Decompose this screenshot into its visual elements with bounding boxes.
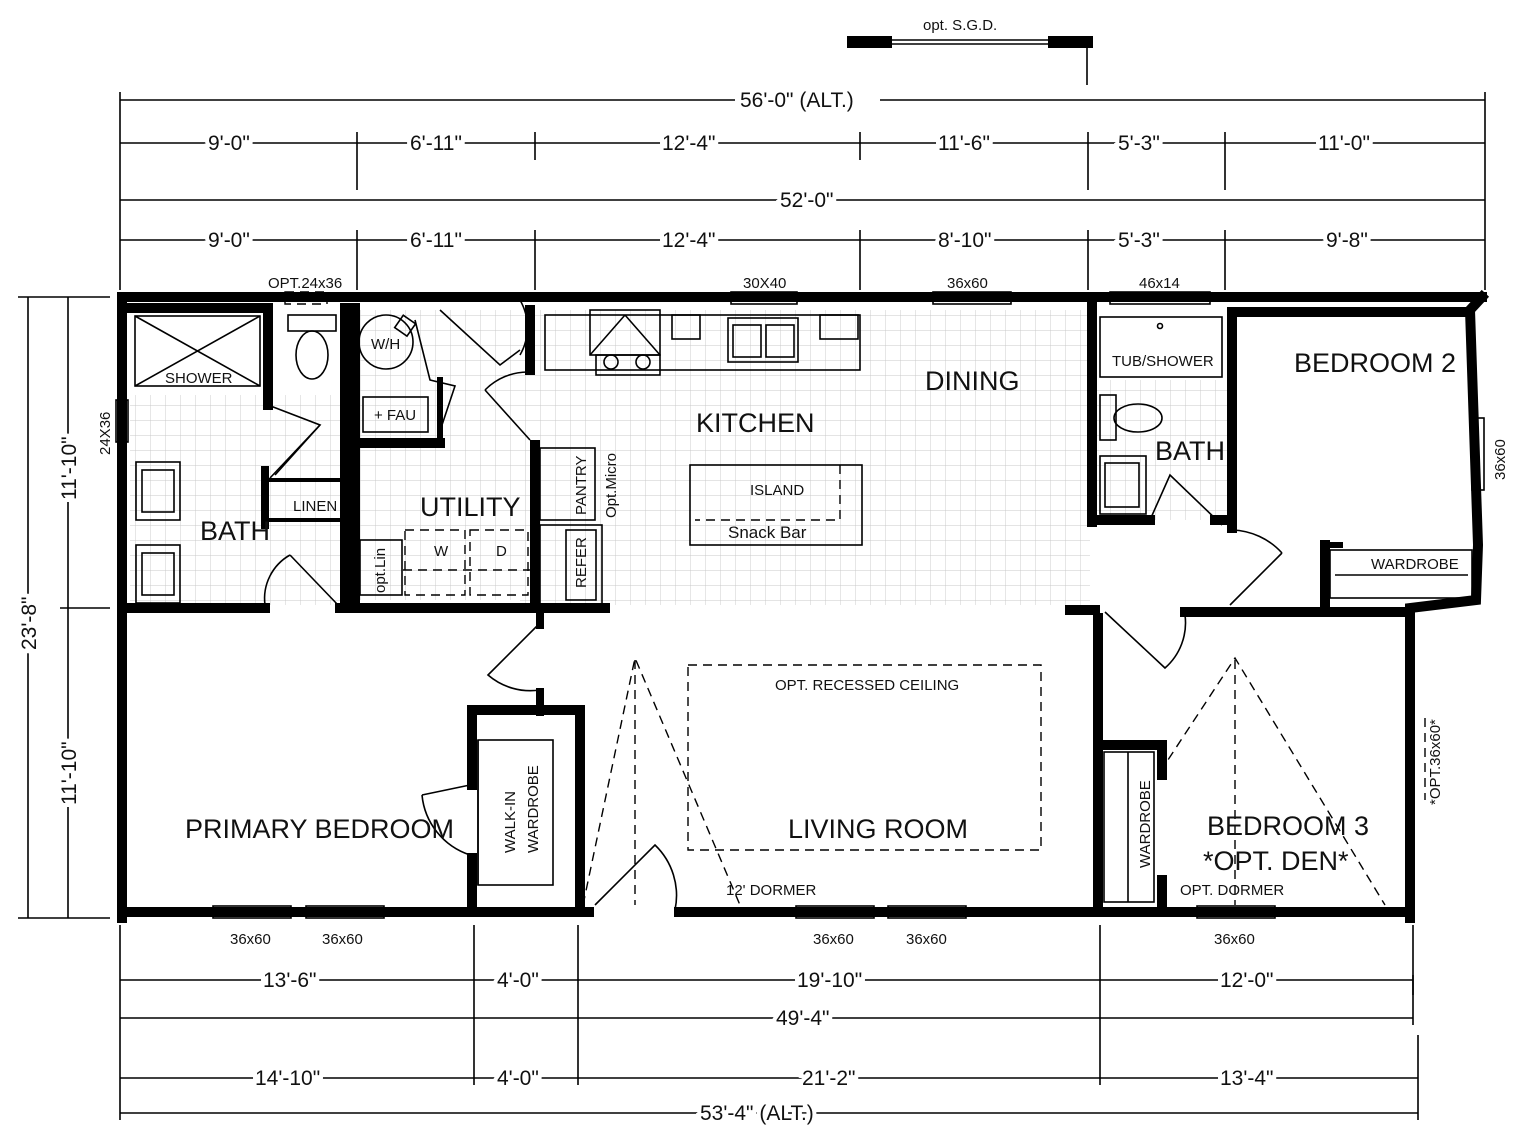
dim-left-lower: 11'-10": [58, 741, 81, 805]
opt-recessed-ceiling-label: OPT. RECESSED CEILING: [775, 677, 959, 694]
dim-left-overall: 23'-8": [18, 597, 41, 651]
dim-bottom-row1-2: 4'-0": [497, 969, 539, 992]
dim-top-row1-5: 5'-3": [1118, 132, 1160, 155]
window-openings: [115, 291, 1485, 919]
shower-label: SHOWER: [165, 370, 233, 387]
room-label-kitchen: KITCHEN: [696, 408, 815, 438]
dim-top-row1-2: 6'-11": [410, 132, 462, 155]
room-label-opt-den: *OPT. DEN*: [1203, 846, 1349, 876]
window-label-bottom-5: 36x60: [1214, 931, 1255, 948]
dim-left-upper: 11'-10": [58, 436, 81, 500]
dim-bottom-row2-4: 13'-4": [1220, 1067, 1274, 1090]
walk-in-label: WALK-IN: [502, 791, 519, 853]
water-heater-label: W/H: [371, 336, 400, 353]
dim-top-row2-2: 6'-11": [410, 229, 462, 252]
dormer-12-label: 12' DORMER: [726, 882, 817, 899]
doors: [263, 299, 1283, 911]
dryer-label: D: [496, 543, 507, 560]
dimension-lines: [18, 92, 1486, 1120]
dim-top-row1-1: 9'-0": [208, 132, 250, 155]
room-label-bath-left: BATH: [200, 516, 270, 546]
dim-bottom-overall: 49'-4": [776, 1007, 830, 1030]
dim-bottom-row1-1: 13'-6": [263, 969, 317, 992]
window-label-left-bath: 24X36: [97, 412, 114, 455]
island-label: ISLAND: [750, 482, 804, 499]
dim-bottom-row1-4: 12'-0": [1220, 969, 1274, 992]
dim-top-row1-3: 12'-4": [662, 132, 716, 155]
room-label-utility: UTILITY: [420, 492, 521, 522]
window-label-bottom-3: 36x60: [813, 931, 854, 948]
room-label-living-room: LIVING ROOM: [788, 814, 968, 844]
dim-top-row1-4: 11'-6": [938, 132, 990, 155]
tub-shower-label: TUB/SHOWER: [1112, 353, 1214, 370]
refer-label: REFER: [573, 537, 590, 588]
dim-top-overall: 52'-0": [780, 189, 834, 212]
window-label-top-bath2: 46x14: [1139, 275, 1180, 292]
snack-bar-label: Snack Bar: [728, 523, 807, 542]
wardrobe-bed2-label: WARDROBE: [1371, 556, 1459, 573]
dim-bottom-row2-2: 4'-0": [497, 1067, 539, 1090]
window-label-top-bath: OPT.24x36: [268, 275, 342, 292]
dim-top-row1-6: 11'-0": [1318, 132, 1370, 155]
fixtures: [134, 36, 1473, 906]
interior-walls: [117, 295, 1415, 917]
fau-label: + FAU: [374, 407, 416, 424]
window-label-bottom-2: 36x60: [322, 931, 363, 948]
dim-top-row2-4: 8'-10": [938, 229, 992, 252]
wardrobe-bed3-label: WARDROBE: [1137, 780, 1154, 868]
dimension-labels: 56'-0" (ALT.) 9'-0" 6'-11" 12'-4" 11'-6"…: [14, 85, 1374, 1129]
window-label-top-kitchen: 30X40: [743, 275, 786, 292]
opt-sgd-label: opt. S.G.D.: [923, 17, 997, 34]
room-label-bath-right: BATH: [1155, 436, 1225, 466]
linen-label: LINEN: [293, 498, 337, 515]
dim-bottom-overall-alt: 53'-4" (ALT.): [700, 1102, 814, 1125]
dim-bottom-row2-3: 21'-2": [802, 1067, 856, 1090]
room-label-primary-bedroom: PRIMARY BEDROOM: [185, 814, 454, 844]
room-label-bedroom-2: BEDROOM 2: [1294, 348, 1456, 378]
tile-floor: [130, 310, 1230, 605]
dim-top-row2-1: 9'-0": [208, 229, 250, 252]
washer-label: W: [434, 543, 449, 560]
opt-micro-label: Opt.Micro: [603, 453, 620, 518]
dim-top-overall-alt: 56'-0" (ALT.): [740, 89, 854, 112]
opt-window-bed3-label: *OPT.36x60*: [1427, 719, 1444, 805]
dim-bottom-row2-1: 14'-10": [255, 1067, 320, 1090]
dim-top-row2-3: 12'-4": [662, 229, 716, 252]
pantry-label: PANTRY: [573, 456, 590, 515]
opt-linen-label: opt.Lin: [372, 548, 389, 593]
walk-in-wardrobe-label: WARDROBE: [525, 765, 542, 853]
room-label-bedroom-3: BEDROOM 3: [1207, 811, 1369, 841]
window-label-right-bed2: 36x60: [1492, 439, 1509, 480]
dim-top-row2-6: 9'-8": [1326, 229, 1368, 252]
window-label-top-dining: 36x60: [947, 275, 988, 292]
window-label-bottom-1: 36x60: [230, 931, 271, 948]
room-label-dining: DINING: [925, 366, 1020, 396]
dim-bottom-row1-3: 19'-10": [797, 969, 862, 992]
opt-dormer-label: OPT. DORMER: [1180, 882, 1284, 899]
window-label-bottom-4: 36x60: [906, 931, 947, 948]
dim-top-row2-5: 5'-3": [1118, 229, 1160, 252]
